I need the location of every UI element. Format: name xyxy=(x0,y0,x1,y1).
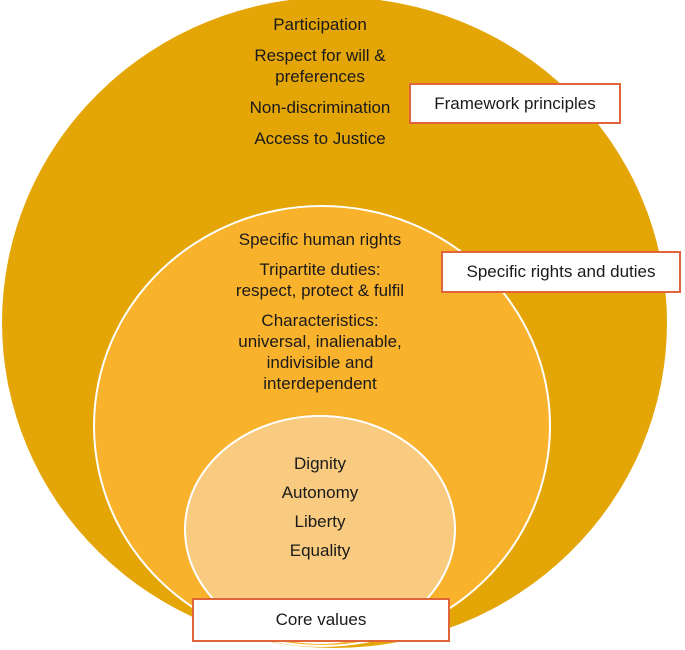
specific-rights-label: Specific rights and duties xyxy=(441,251,681,293)
principle-item: Non-discrimination xyxy=(249,98,391,117)
value-item: Dignity xyxy=(294,454,346,473)
specific-rights-list: Specific human rights Tripartite duties:… xyxy=(207,229,433,403)
rights-item: Specific human rights xyxy=(238,230,402,249)
value-item: Equality xyxy=(289,541,351,560)
framework-principles-list: Participation Respect for will & prefere… xyxy=(215,14,425,159)
principle-item: Participation xyxy=(273,15,367,34)
core-values-label: Core values xyxy=(192,598,450,642)
core-values-list: Dignity Autonomy Liberty Equality xyxy=(240,453,400,569)
framework-principles-label: Framework principles xyxy=(409,83,621,124)
rights-item: Tripartite duties: respect, protect & fu… xyxy=(235,260,405,300)
rights-item: Characteristics: universal, inalienable,… xyxy=(238,311,402,393)
principle-item: Respect for will & preferences xyxy=(254,46,386,86)
principle-item: Access to Justice xyxy=(254,129,386,148)
value-item: Liberty xyxy=(294,512,346,531)
value-item: Autonomy xyxy=(281,483,359,502)
